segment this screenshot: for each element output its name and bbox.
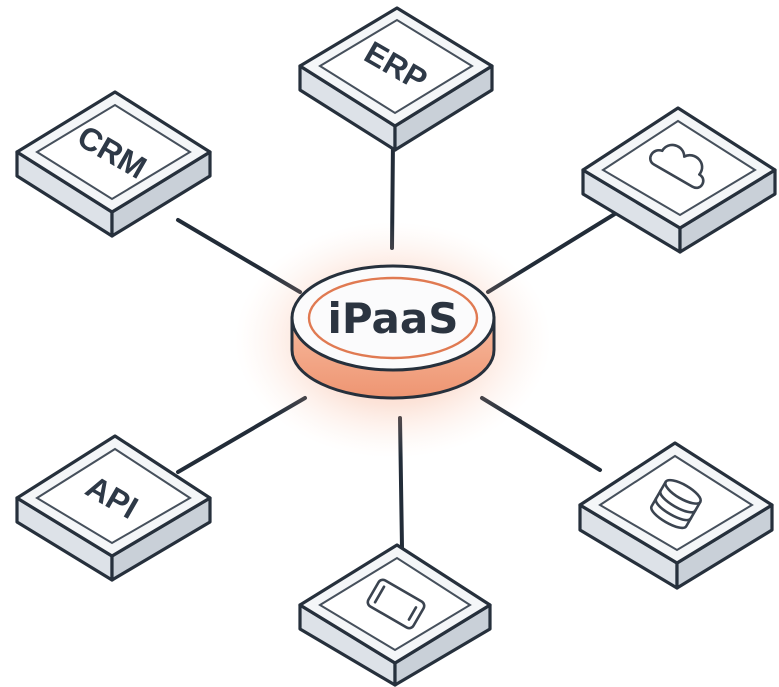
node-api: API [15, 434, 212, 582]
node-crm: CRM [15, 90, 212, 238]
hub-label: iPaaS [328, 294, 459, 343]
hub: iPaaS [235, 222, 551, 458]
hub-ring [307, 276, 479, 360]
node-mobile [298, 543, 492, 687]
node-cloud [581, 106, 777, 254]
hub-top [290, 264, 496, 372]
cloud-icon [649, 143, 705, 190]
node-database [578, 441, 774, 590]
mobile-phone-icon [366, 578, 426, 630]
node-erp: ERP [298, 6, 494, 152]
database-icon [650, 478, 702, 530]
